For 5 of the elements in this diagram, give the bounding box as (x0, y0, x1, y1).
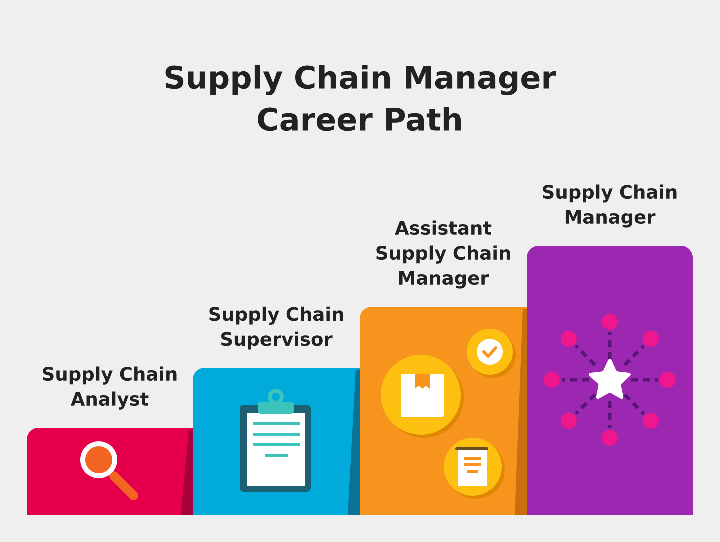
title: Supply Chain Manager Career Path (166, 65, 556, 132)
step-title: Supply Chain Supervisor (210, 306, 344, 350)
step-title: Supply Chain Manager (543, 184, 677, 228)
step-title: Assistant Supply Chain Manager (376, 220, 510, 289)
step-title: Supply Chain Analyst (43, 366, 177, 410)
